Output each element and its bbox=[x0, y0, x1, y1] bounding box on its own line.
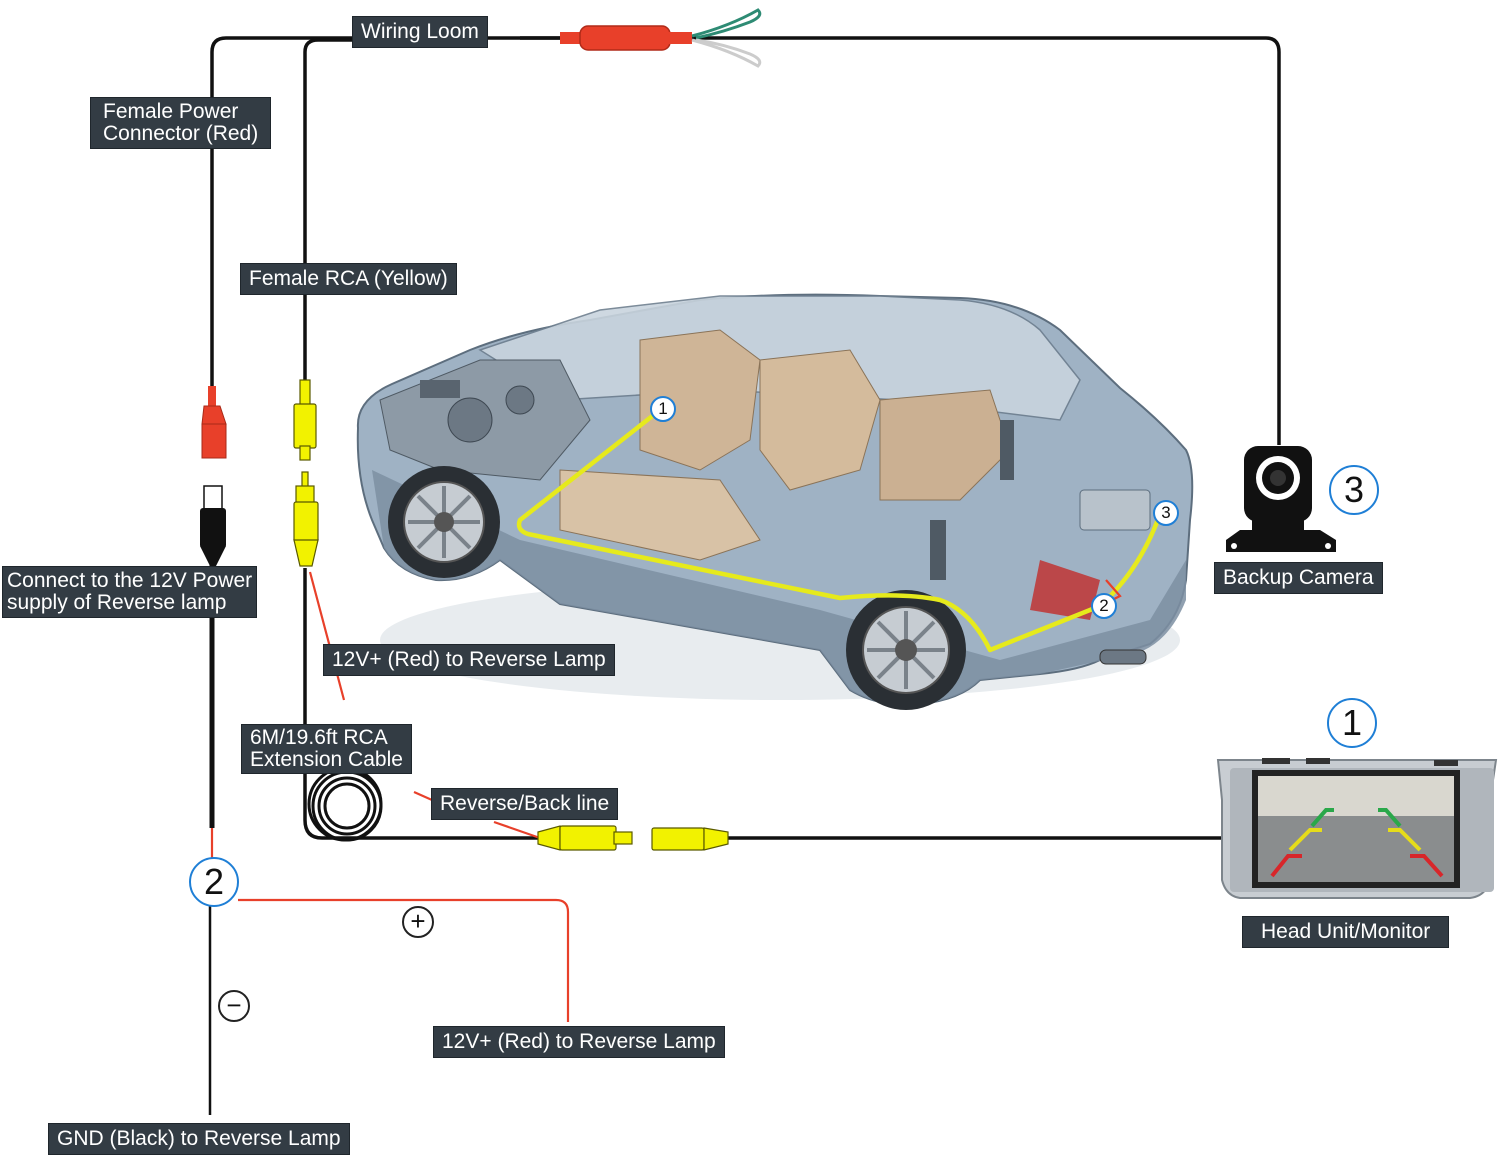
rca-plug-right bbox=[651, 827, 729, 851]
connect-12v-label: Connect to the 12V Power supply of Rever… bbox=[2, 566, 258, 618]
gnd-black-label: GND (Black) to Reverse Lamp bbox=[48, 1123, 350, 1155]
head-unit-monitor-label: Head Unit/Monitor bbox=[1242, 916, 1450, 948]
marker-1-head-unit: 1 bbox=[1327, 698, 1377, 748]
backup-camera-icon bbox=[1226, 446, 1336, 552]
rca-extension-cable-label: 6M/19.6ft RCA Extension Cable bbox=[241, 724, 412, 774]
red-reverse-lamp-label-lower: 12V+ (Red) to Reverse Lamp bbox=[433, 1026, 725, 1058]
plus-icon: + bbox=[402, 906, 434, 938]
reverse-back-line-label: Reverse/Back line bbox=[431, 788, 619, 820]
extension-label-line2: Extension Cable bbox=[250, 748, 403, 771]
car-cutaway-illustration bbox=[356, 293, 1194, 710]
coiled-cable-icon bbox=[307, 766, 383, 842]
female-power-connector-label: Female Power Connector (Red) bbox=[90, 97, 272, 149]
marker-3-car: 3 bbox=[1153, 500, 1179, 526]
minus-icon: − bbox=[218, 990, 250, 1022]
extension-label-line1: 6M/19.6ft RCA bbox=[250, 726, 388, 749]
wiring-loom-label: Wiring Loom bbox=[352, 16, 488, 48]
marker-2-power: 2 bbox=[189, 857, 239, 907]
female-power-label-line1: Female Power bbox=[103, 100, 239, 123]
marker-3-camera: 3 bbox=[1329, 465, 1379, 515]
female-rca-label: Female RCA (Yellow) bbox=[240, 263, 457, 295]
red-reverse-lamp-label-upper: 12V+ (Red) to Reverse Lamp bbox=[323, 644, 615, 676]
connect-12v-line1: Connect to the 12V Power bbox=[7, 569, 253, 592]
connect-12v-line2: supply of Reverse lamp bbox=[7, 591, 227, 614]
cable-route-line bbox=[516, 408, 1163, 653]
male-rca-connector bbox=[293, 471, 319, 567]
backup-camera-label: Backup Camera bbox=[1214, 562, 1383, 594]
rca-plug-left bbox=[537, 825, 633, 851]
wiring-loom-connector bbox=[560, 8, 762, 68]
female-power-connector bbox=[201, 386, 227, 459]
head-unit-monitor-icon bbox=[1216, 758, 1498, 899]
female-rca-connector bbox=[293, 379, 317, 461]
marker-2-car: 2 bbox=[1091, 593, 1117, 619]
male-power-plug bbox=[200, 485, 226, 566]
female-power-label-line2: Connector (Red) bbox=[103, 122, 259, 145]
red-wires bbox=[210, 571, 570, 1022]
marker-1-car: 1 bbox=[650, 396, 676, 422]
